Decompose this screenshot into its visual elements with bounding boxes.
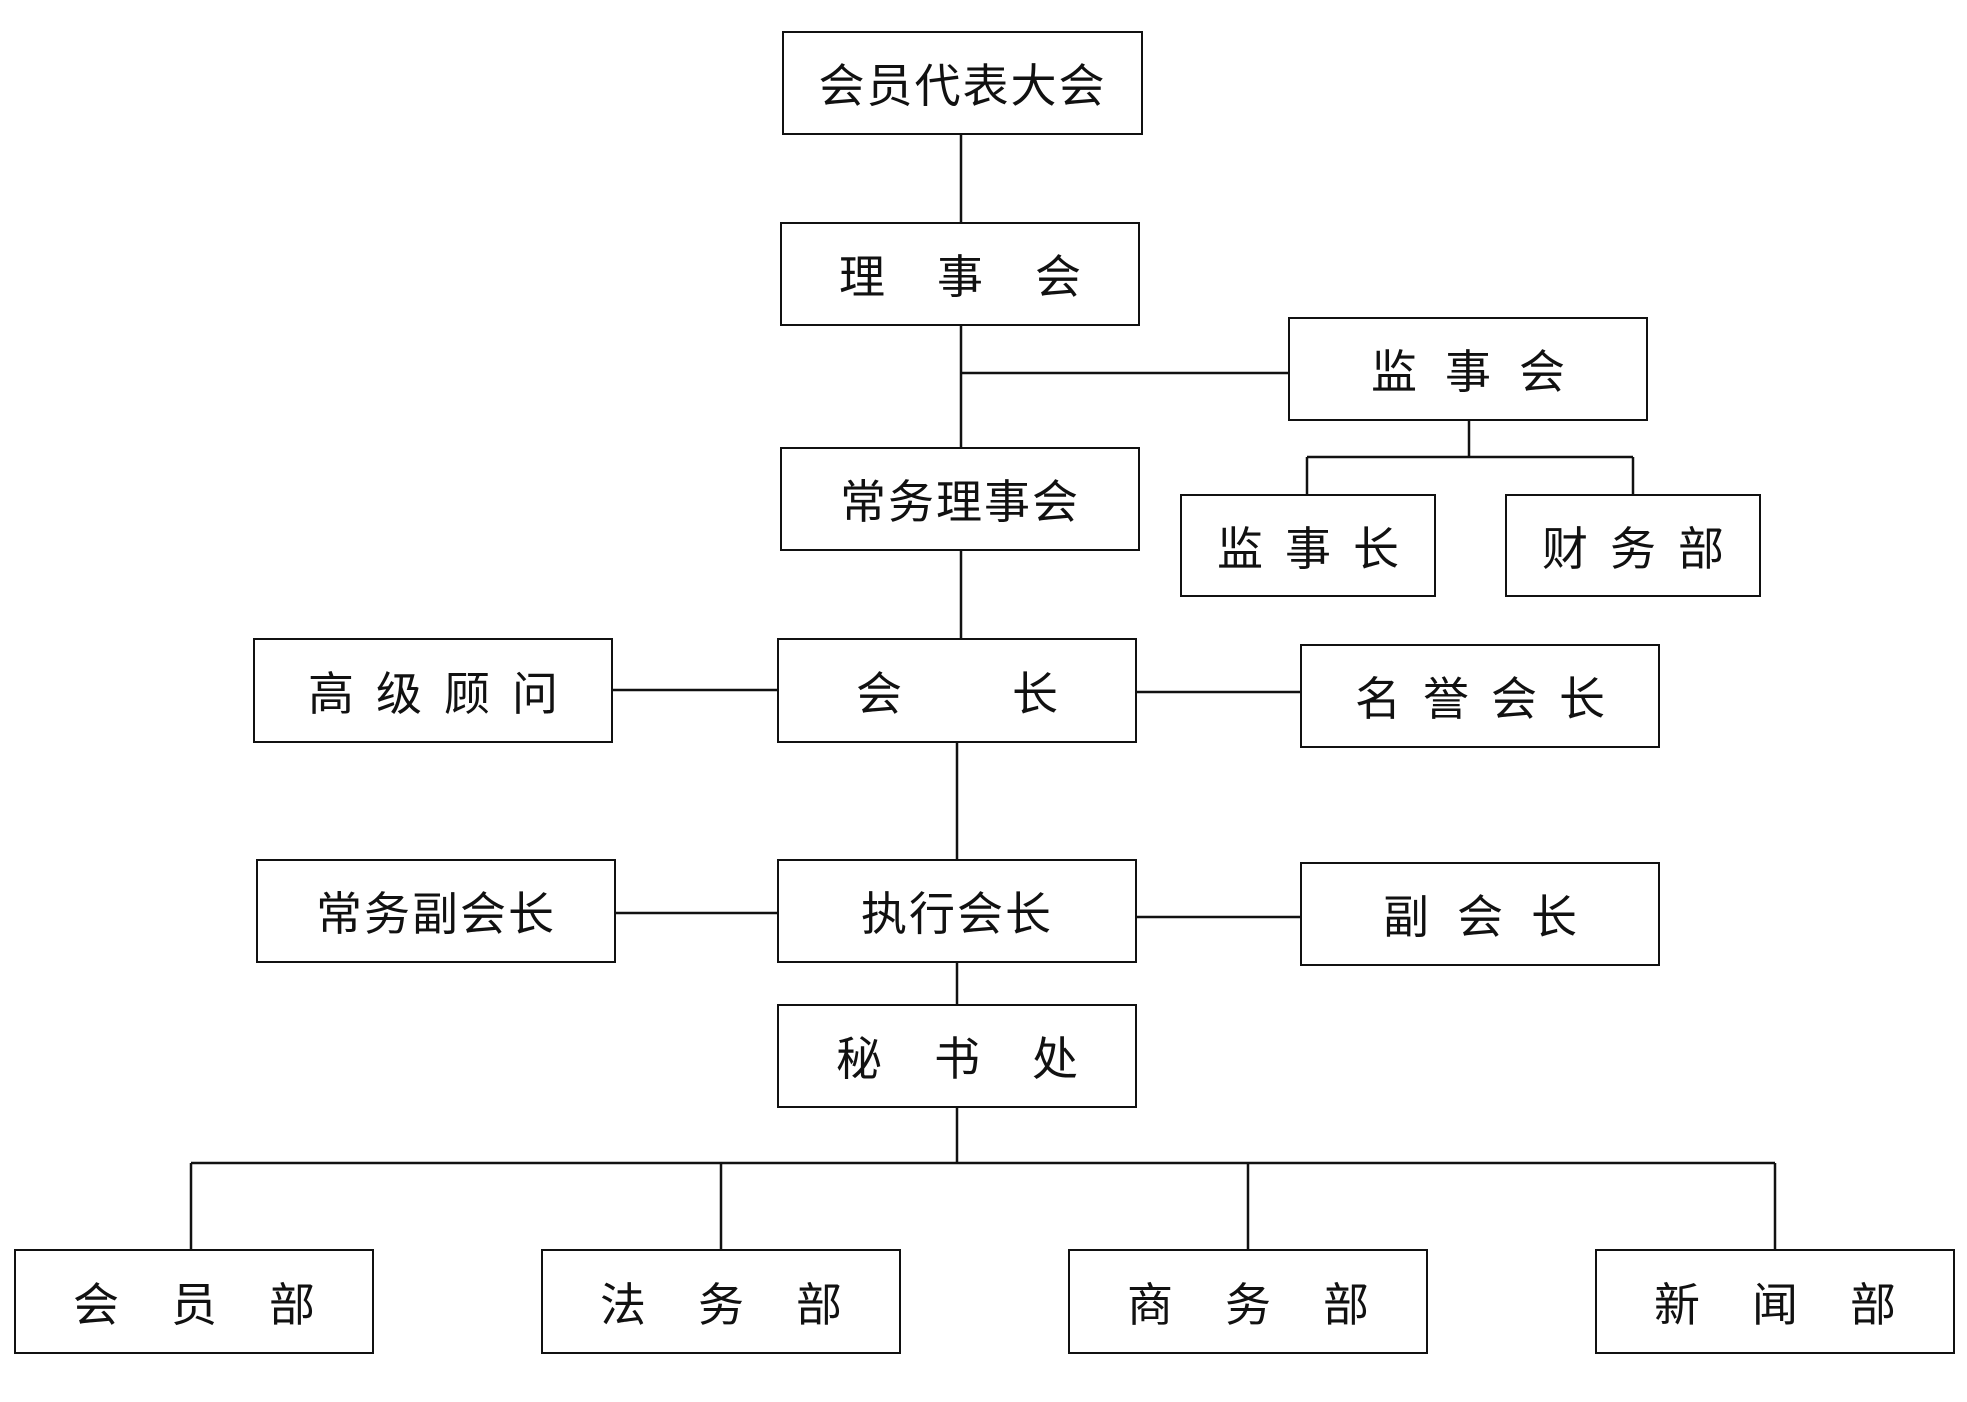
node-label: 监事会: [1371, 345, 1593, 399]
node-label: 高级顾问: [308, 666, 580, 721]
node-finance-dept: 财务部: [1505, 494, 1761, 597]
node-label: 理事会: [839, 250, 1133, 304]
node-senior-advisor: 高级顾问: [253, 638, 613, 743]
node-congress: 会员代表大会: [782, 31, 1143, 135]
node-standing-council: 常务理事会: [780, 447, 1140, 551]
node-membership-dept: 会员部: [14, 1249, 374, 1354]
node-business-dept: 商务部: [1068, 1249, 1428, 1354]
node-standing-vice-president: 常务副会长: [256, 859, 616, 963]
node-chief-supervisor: 监事长: [1180, 494, 1436, 597]
node-supervisory-board: 监事会: [1288, 317, 1648, 421]
node-president: 会长: [777, 638, 1137, 743]
node-label: 会员代表大会: [818, 59, 1107, 113]
node-legal-dept: 法务部: [541, 1249, 901, 1354]
node-label: 执行会长: [861, 887, 1053, 941]
node-secretariat: 秘书处: [777, 1004, 1137, 1108]
node-label: 财务部: [1542, 521, 1746, 576]
node-executive-president: 执行会长: [777, 859, 1137, 963]
node-label: 常务理事会: [840, 475, 1080, 529]
node-label: 监事长: [1217, 521, 1421, 576]
node-label: 名誉会长: [1355, 672, 1627, 726]
node-label: 常务副会长: [316, 887, 556, 941]
node-news-dept: 新闻部: [1595, 1249, 1955, 1354]
node-label: 法务部: [600, 1277, 894, 1332]
node-vice-president: 副会长: [1300, 862, 1660, 966]
node-honorary-president: 名誉会长: [1300, 644, 1660, 748]
node-council: 理事会: [780, 222, 1140, 326]
node-label: 新闻部: [1654, 1277, 1948, 1332]
node-label: 会员部: [73, 1277, 367, 1332]
node-label: 会长: [856, 666, 1168, 721]
node-label: 副会长: [1383, 890, 1605, 944]
node-label: 商务部: [1127, 1277, 1421, 1332]
node-label: 秘书处: [836, 1032, 1130, 1086]
